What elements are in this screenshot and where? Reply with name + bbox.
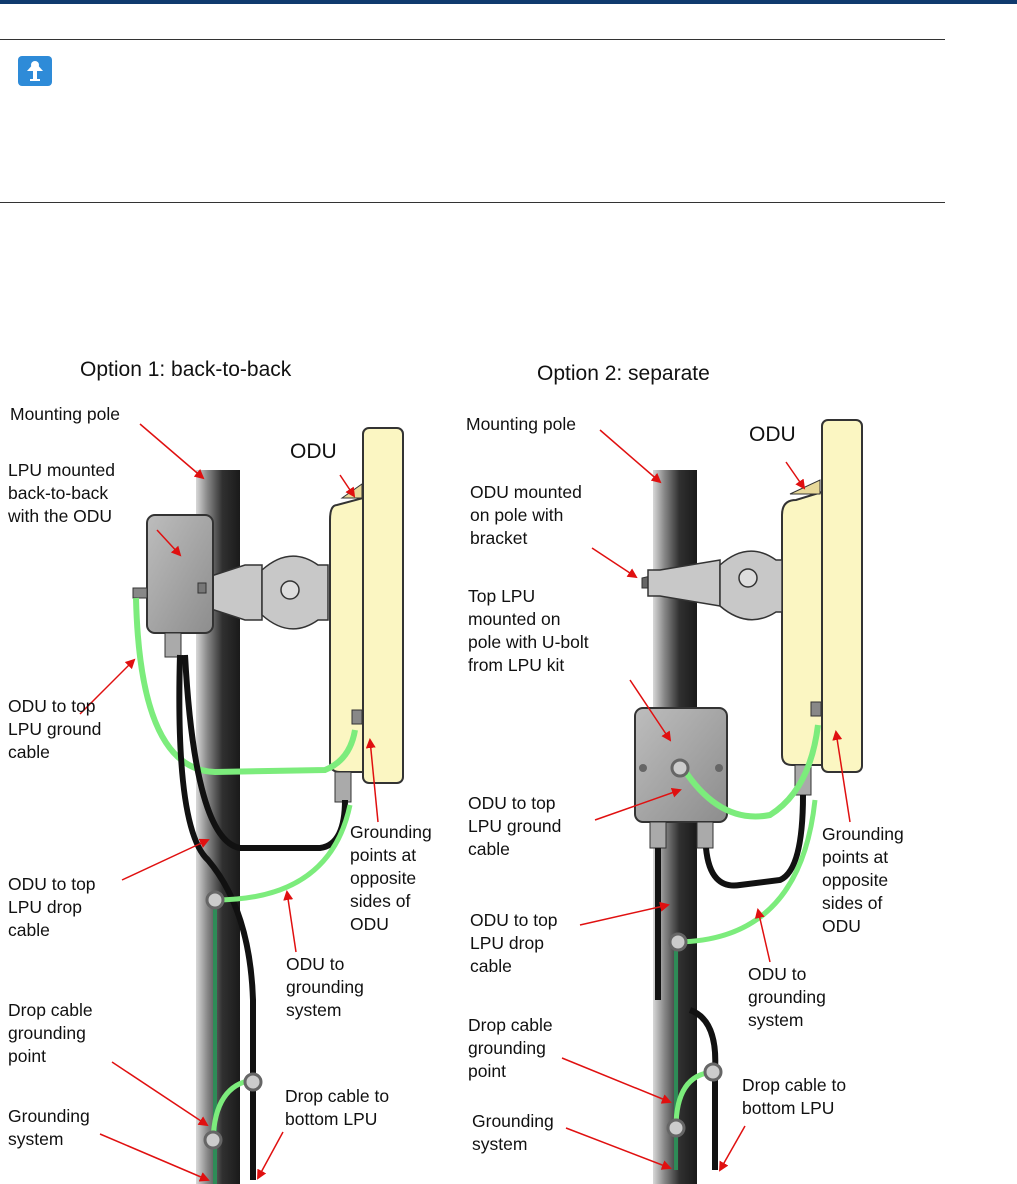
header-bar xyxy=(0,0,1017,4)
option1-label-grounding-system: Grounding system xyxy=(8,1106,95,1149)
option1-odu-panel xyxy=(362,427,404,784)
option1-label-odu: ODU xyxy=(290,440,337,463)
note-bottom-rule xyxy=(0,202,945,203)
option1-label-ground-cable: ODU to top LPU ground cable xyxy=(8,696,106,762)
option2-label-odu-mounted: ODU mounted on pole with bracket xyxy=(470,482,587,548)
option2-label-grounding-system: Grounding system xyxy=(472,1111,559,1154)
note-top-rule xyxy=(0,39,945,40)
option1-group: Option 1: back-to-back xyxy=(7,358,437,1184)
option1-lpu-box xyxy=(146,514,214,634)
option2-label-to-grounding: ODU to grounding system xyxy=(748,964,831,1030)
option2-ground-cable xyxy=(680,724,821,820)
option2-title: Option 2: separate xyxy=(537,362,710,385)
option1-title: Option 1: back-to-back xyxy=(80,358,292,381)
option2-label-grounding-points: Grounding points at opposite sides of OD… xyxy=(822,824,909,936)
option2-odu-panel xyxy=(821,419,863,773)
option2-label-drop-bottom: Drop cable to bottom LPU xyxy=(742,1075,851,1118)
option1-label-drop-bottom: Drop cable to bottom LPU xyxy=(285,1086,394,1129)
option1-label-lpu-mounted: LPU mounted back-to-back with the ODU xyxy=(7,460,120,526)
option2-label-mounting-pole: Mounting pole xyxy=(466,414,576,434)
option2-drop-cable xyxy=(703,794,806,889)
option1-label-to-grounding: ODU to grounding system xyxy=(286,954,369,1020)
option2-odu-body xyxy=(781,490,823,766)
option2-label-ground-cable: ODU to top LPU ground cable xyxy=(468,793,566,859)
option2-label-drop-cable: ODU to top LPU drop cable xyxy=(470,910,562,976)
option1-label-drop-ground-point: Drop cable grounding point xyxy=(8,1000,98,1066)
option1-drop-ground-point xyxy=(205,890,225,910)
option1-grounding-system-cable xyxy=(214,804,353,903)
option1-drop-cable xyxy=(176,654,256,1180)
option1-label-grounding-points: Grounding points at opposite sides of OD… xyxy=(350,822,437,934)
option2-drop-ground-point xyxy=(668,932,688,952)
option1-ground-cable xyxy=(133,597,358,776)
option2-grounding-system-cable xyxy=(677,799,818,945)
option1-label-mounting-pole: Mounting pole xyxy=(10,404,120,424)
option2-label-top-lpu: Top LPU mounted on pole with U-bolt from… xyxy=(468,586,594,675)
option1-odu-body xyxy=(329,496,364,773)
option2-label-drop-ground-point: Drop cable grounding point xyxy=(468,1015,558,1081)
option2-label-odu: ODU xyxy=(749,423,796,446)
option1-label-drop-cable: ODU to top LPU drop cable xyxy=(8,874,100,940)
note-icon xyxy=(18,56,52,86)
option2-group: Option 2: separate xyxy=(466,362,909,1184)
